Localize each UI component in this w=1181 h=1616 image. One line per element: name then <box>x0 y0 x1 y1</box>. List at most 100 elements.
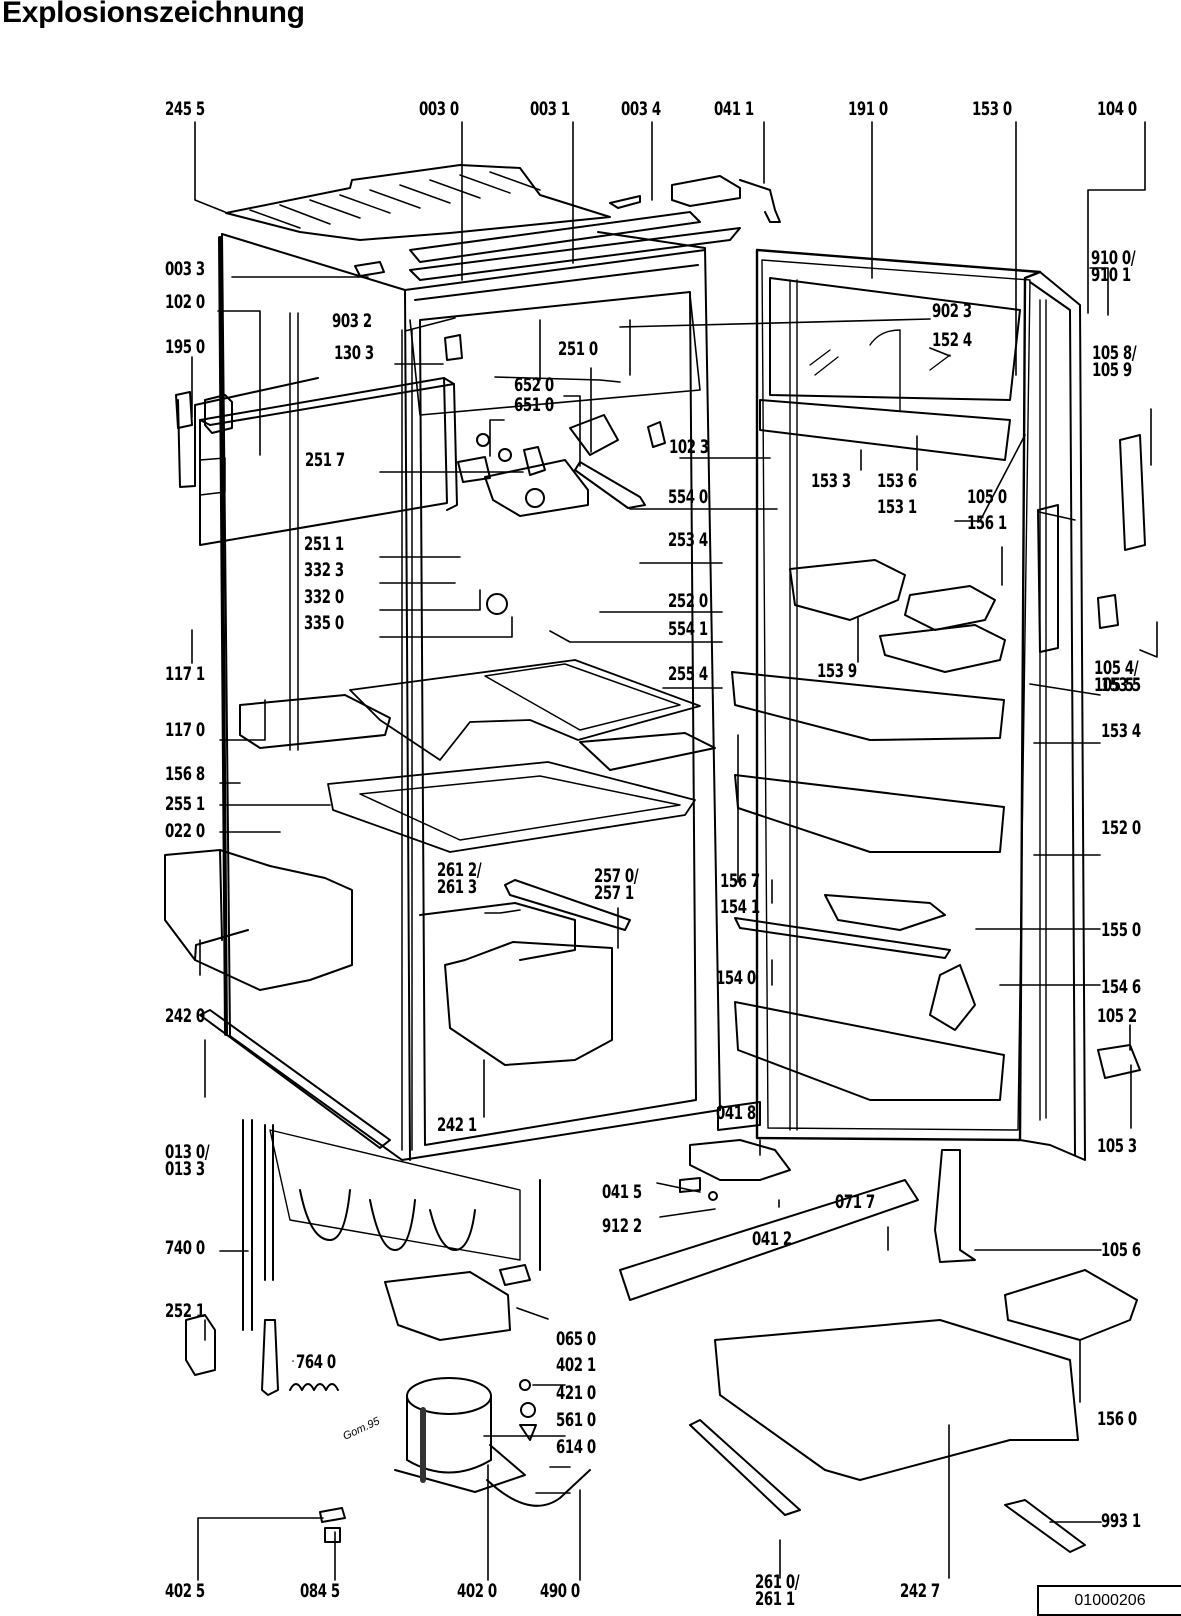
part-label-013-0-3: 013 0/ 013 3 <box>165 1141 210 1180</box>
hinge-105-2 <box>1097 1044 1141 1079</box>
part-label-252-0: 252 0 <box>668 590 708 612</box>
part-label-003-3: 003 3 <box>165 258 205 280</box>
glass-shelf-255-4 <box>349 659 701 761</box>
part-label-153-4: 153 4 <box>1101 720 1141 742</box>
part-label-153-5: 153 5 <box>1101 674 1141 696</box>
part-label-191-0: 191 0 <box>848 98 888 120</box>
part-label-490-0: 490 0 <box>540 1580 580 1602</box>
part-label-335-0: 335 0 <box>304 612 344 634</box>
part-label-105-8-9: 105 8/ 105 9 <box>1092 342 1137 381</box>
cover-071-7 <box>619 1179 919 1301</box>
fridge-door <box>755 248 1086 1161</box>
hinge-105-4 <box>1097 594 1119 629</box>
part-label-156-0: 156 0 <box>1097 1408 1137 1430</box>
part-label-153-9: 153 9 <box>817 660 857 682</box>
cabinet-body <box>218 231 721 1161</box>
part-label-105-0: 105 0 <box>967 486 1007 508</box>
part-label-155-0: 155 0 <box>1101 919 1141 941</box>
part-label-251-7: 251 7 <box>305 449 345 471</box>
document-number-box: 01000206 <box>1037 1585 1181 1616</box>
box-153-5 <box>879 624 1006 673</box>
crisper-bin-242-1 <box>419 902 613 1066</box>
foot-084-5 <box>324 1527 341 1543</box>
part-041-5 <box>679 1177 701 1193</box>
part-label-154-1: 154 1 <box>720 896 760 918</box>
part-label-003-4: 003 4 <box>621 98 661 120</box>
part-label-245-5: 245 5 <box>165 98 205 120</box>
part-label-152-0: 152 0 <box>1101 817 1141 839</box>
crisper-bin-242-0 <box>164 849 353 991</box>
part-label-740-0: 740 0 <box>165 1237 205 1259</box>
part-label-153-0: 153 0 <box>972 98 1012 120</box>
part-label-041-2: 041 2 <box>752 1228 792 1250</box>
part-label-104-0: 104 0 <box>1097 98 1137 120</box>
part-label-154-0: 154 0 <box>716 967 756 989</box>
part-label-554-1: 554 1 <box>668 618 708 640</box>
part-117-0 <box>204 394 233 434</box>
part-label-242-1: 242 1 <box>437 1114 477 1136</box>
bottle-holder-154-1 <box>734 917 951 959</box>
part-label-041-1: 041 1 <box>714 98 754 120</box>
part-label-152-4: 152 4 <box>932 329 972 351</box>
part-label-332-0: 332 0 <box>304 586 344 608</box>
part-label-105-3: 105 3 <box>1097 1135 1137 1157</box>
part-041-8 <box>717 1101 761 1131</box>
part-label-764-0: 764 0 <box>296 1351 336 1373</box>
part-label-153-3: 153 3 <box>811 470 851 492</box>
part-label-105-6: 105 6 <box>1101 1239 1141 1261</box>
part-label-993-1: 993 1 <box>1101 1510 1141 1532</box>
part-label-105-2: 105 2 <box>1097 1005 1137 1027</box>
part-label-084-5: 084 5 <box>300 1580 340 1602</box>
door-shelf-152-0 <box>734 774 1005 853</box>
part-label-156-7: 156 7 <box>720 870 760 892</box>
strip-105-0 <box>1037 504 1059 653</box>
part-label-065-0: 065 0 <box>556 1328 596 1350</box>
hinge-041-2 <box>689 1139 791 1181</box>
small-parts <box>519 1379 537 1441</box>
rail-261-0 <box>689 1419 801 1516</box>
part-label-903-2: 903 2 <box>332 310 372 332</box>
condenser-740-0 <box>242 1119 541 1331</box>
part-label-195-0: 195 0 <box>165 336 205 358</box>
part-label-554-0: 554 0 <box>668 486 708 508</box>
butter-dish-156-1 <box>904 585 996 631</box>
egg-tray-155-0 <box>824 894 946 931</box>
freezer-compartment <box>409 294 701 416</box>
part-label-257-0-1: 257 0/ 257 1 <box>594 865 639 904</box>
part-label-153-1: 153 1 <box>877 496 917 518</box>
part-label-910-0-1: 910 0/ 910 1 <box>1091 247 1136 286</box>
part-label-261-0-1: 261 0/ 261 1 <box>755 1571 800 1610</box>
part-label-156-8: 156 8 <box>165 763 205 785</box>
coil <box>289 1383 339 1391</box>
scraper-993-1 <box>1004 1499 1086 1553</box>
compressor-402-0 <box>394 1377 526 1493</box>
part-label-255-1: 255 1 <box>165 793 205 815</box>
part-label-651-0: 651 0 <box>514 394 554 416</box>
part-label-402-0: 402 0 <box>457 1580 497 1602</box>
rail-257-0 <box>504 879 631 931</box>
leader-lines <box>191 121 1158 1581</box>
door-bin-153-0 <box>759 277 1021 461</box>
compressor-bracket-402-1 <box>384 1271 511 1341</box>
part-label-902-3: 902 3 <box>932 300 972 322</box>
part-label-003-1: 003 1 <box>530 98 570 120</box>
part-label-261-2-3: 261 2/ 261 3 <box>437 859 482 898</box>
front-trim-013 <box>199 1009 391 1149</box>
part-130-3 <box>444 334 463 361</box>
part-label-242-7: 242 7 <box>900 1580 940 1602</box>
part-label-561-0: 561 0 <box>556 1409 596 1431</box>
tube-065-0 <box>499 1264 531 1286</box>
relay-252-1 <box>185 1314 216 1376</box>
screw-912-2 <box>708 1191 718 1201</box>
part-label-071-7: 071 7 <box>835 1191 875 1213</box>
part-label-117-1: 117 1 <box>165 663 205 685</box>
part-label-421-0: 421 0 <box>556 1382 596 1404</box>
mains-cable-490-0 <box>486 1469 591 1507</box>
part-003-3 <box>354 261 385 277</box>
door-shelf-154-0 <box>734 1001 1005 1101</box>
handwritten-note: Gom.95 <box>341 1415 382 1443</box>
page-title: Explosionszeichnung <box>2 0 305 29</box>
part-label-102-3: 102 3 <box>669 436 709 458</box>
part-label-156-1: 156 1 <box>967 512 1007 534</box>
